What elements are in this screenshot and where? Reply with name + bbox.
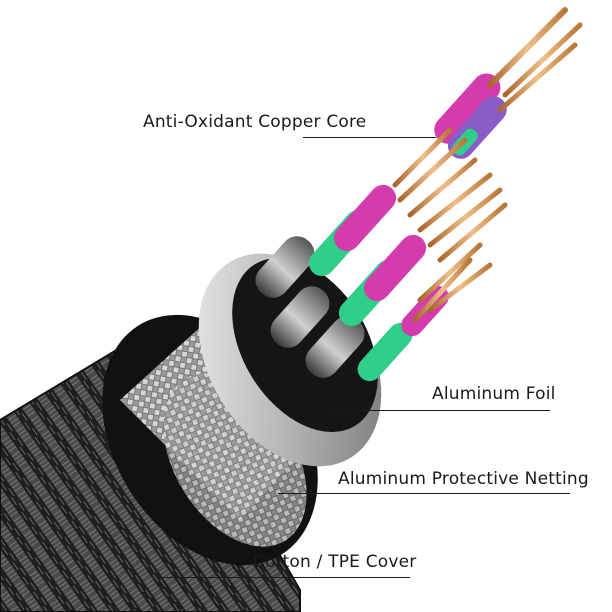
copper-core-leader-line: [303, 137, 436, 138]
aluminum-foil-leader-line: [330, 410, 550, 411]
aluminum-foil-ring: [198, 253, 382, 467]
protective-netting-leader-line: [278, 493, 570, 494]
cover-leader-line: [160, 577, 410, 578]
copper-strands: [392, 7, 583, 323]
copper-core-label: Anti-Oxidant Copper Core: [143, 112, 367, 132]
cover-label: Cotton / TPE Cover: [253, 552, 417, 572]
aluminum-foil-label: Aluminum Foil: [432, 384, 556, 404]
inner-sleeves: [255, 236, 365, 378]
protective-netting-label: Aluminum Protective Netting: [338, 469, 589, 489]
